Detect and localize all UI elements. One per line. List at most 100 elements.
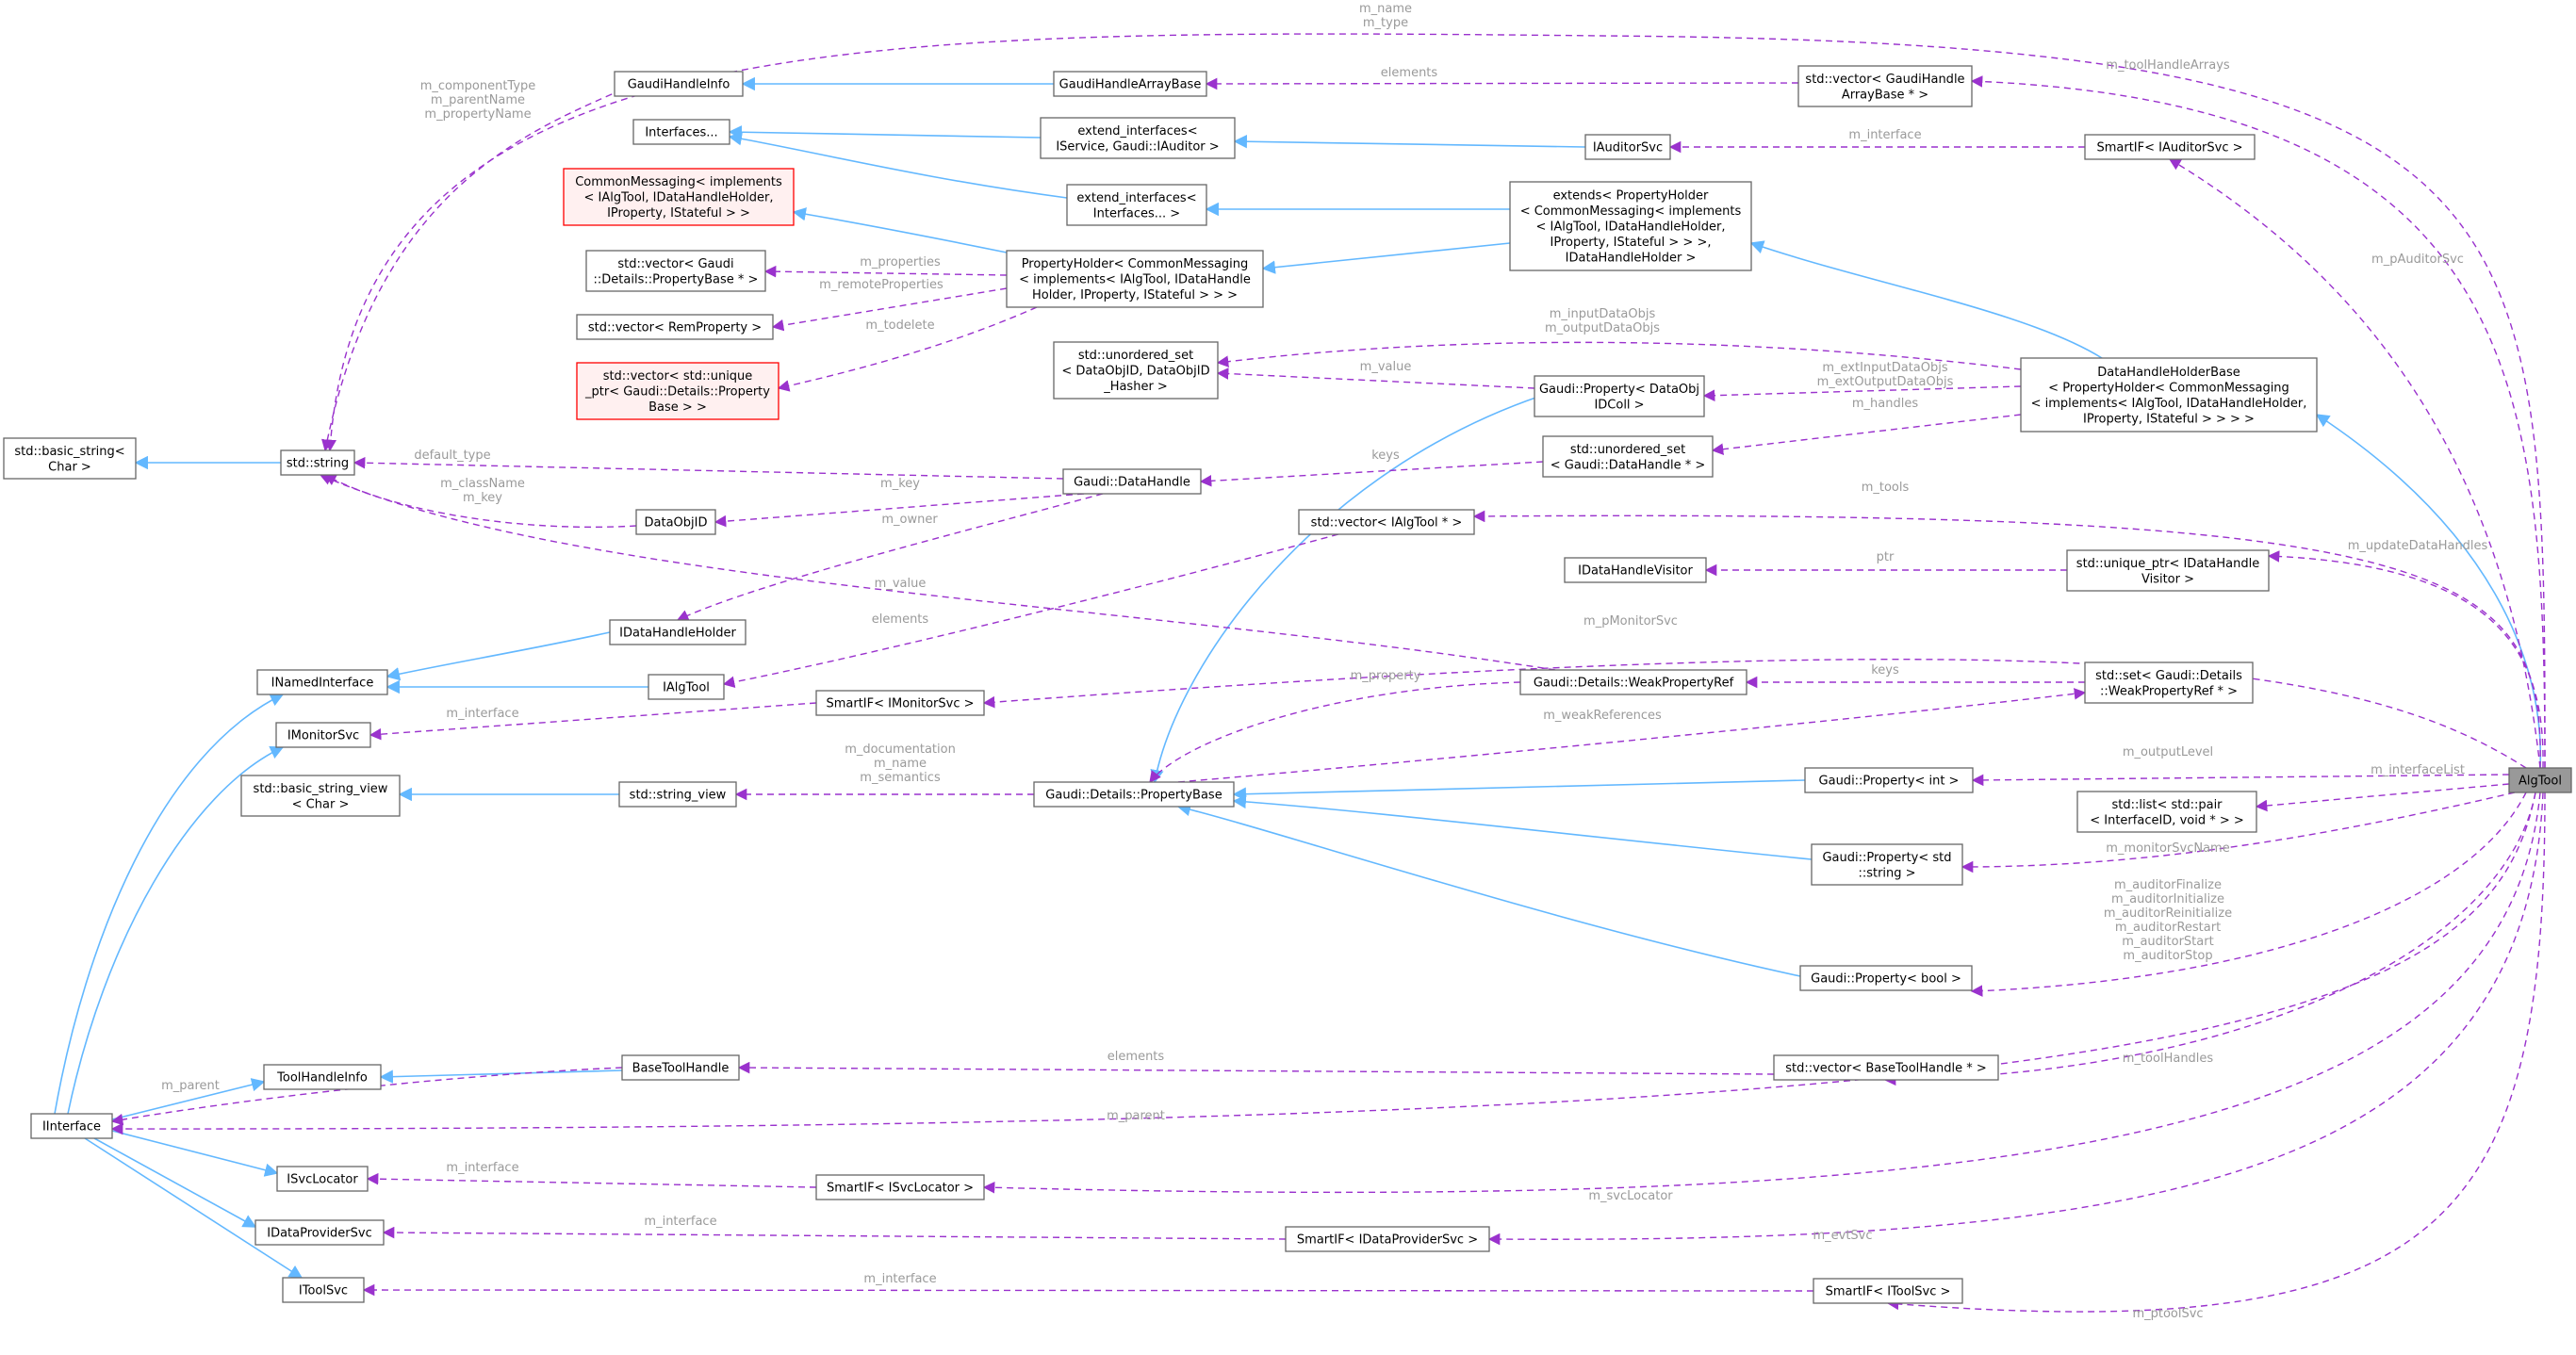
class-node-set-wpr[interactable]: std::set< Gaudi::Details::WeakPropertyRe… [2084, 661, 2254, 704]
class-node-sif-auditor[interactable]: SmartIF< IAuditorSvc > [2084, 134, 2256, 160]
class-node-list-pair[interactable]: std::list< std::pair< InterfaceID, void … [2076, 791, 2257, 833]
class-node-commsg[interactable]: CommonMessaging< implements< IAlgTool, I… [563, 168, 795, 226]
class-node-prop-string[interactable]: Gaudi::Property< std::string > [1811, 843, 1963, 886]
edge-label-auditors: m_auditorRestart [2115, 921, 2221, 935]
edge-label-value-uset: m_value [1360, 360, 1412, 374]
class-node-box [1062, 468, 1202, 495]
class-node-string[interactable]: std::string [280, 449, 355, 476]
class-node-vec-propbase[interactable]: std::vector< Gaudi::Details::PropertyBas… [585, 250, 766, 292]
class-node-label: std::list< std::pair [2111, 798, 2223, 812]
edge-path [1232, 794, 1813, 860]
edge-label-pMonitorSvc: m_pMonitorSvc [1583, 614, 1678, 629]
edge-label-evtSvc: m_evtSvc [1813, 1229, 1872, 1243]
edge-label-owner: m_owner [881, 513, 938, 527]
edge-label-pAuditorSvc: m_pAuditorSvc [2371, 253, 2464, 267]
edge-path [1971, 774, 2510, 787]
edge-label-default-type: default_type [414, 449, 490, 463]
edge-path [1711, 414, 2022, 455]
class-node-label: SmartIF< IAuditorSvc > [2096, 141, 2242, 155]
class-node-vec-ialgtool[interactable]: std::vector< IAlgTool * > [1298, 509, 1475, 535]
class-node-iinterface[interactable]: IInterface [30, 1113, 113, 1139]
usage-edge-algtool-to-uptr_dhv [2267, 550, 2544, 769]
edge-path [771, 287, 1008, 332]
class-node-imonitorsvc[interactable]: IMonitorSvc [275, 722, 371, 748]
class-node-string-view[interactable]: std::string_view [618, 781, 737, 808]
class-node-bsv[interactable]: std::basic_string_view< Char > [240, 775, 401, 817]
class-node-sif-svcloc[interactable]: SmartIF< ISvcLocator > [815, 1174, 985, 1200]
class-node-ialgtool[interactable]: IAlgTool [648, 674, 725, 700]
class-node-algtool[interactable]: AlgTool [2508, 767, 2572, 793]
class-node-vec-uptr[interactable]: std::vector< std::unique_ptr< Gaudi::Det… [576, 362, 779, 420]
class-node-uptr-dhv[interactable]: std::unique_ptr< IDataHandleVisitor > [2066, 549, 2270, 592]
class-node-propbase[interactable]: Gaudi::Details::PropertyBase [1033, 781, 1235, 808]
class-node-basetoolhandle[interactable]: BaseToolHandle [621, 1054, 740, 1081]
class-node-box [1797, 65, 1973, 107]
class-node-sif-toolsvc[interactable]: SmartIF< IToolSvc > [1813, 1278, 1963, 1304]
class-node-idhholder[interactable]: IDataHandleHolder [609, 619, 747, 645]
class-node-inamed[interactable]: INamedInterface [256, 669, 388, 695]
class-node-datahandle[interactable]: Gaudi::DataHandle [1062, 468, 1202, 495]
edge-label-properties: m_properties [860, 255, 941, 269]
class-node-uset-dataobj[interactable]: std::unordered_set< DataObjID, DataObjID… [1053, 341, 1219, 400]
usage-edge-algtool-to-sif_auditor [2168, 158, 2541, 769]
class-node-box [1053, 71, 1207, 97]
class-node-dhholderbase[interactable]: DataHandleHolderBase< PropertyHolder< Co… [2020, 357, 2318, 433]
class-node-ext-if[interactable]: extend_interfaces<Interfaces... > [1066, 184, 1207, 226]
class-node-label: Gaudi::Property< bool > [1811, 972, 1961, 987]
class-node-thinfo[interactable]: ToolHandleInfo [263, 1064, 382, 1090]
class-node-label: std::vector< IAlgTool * > [1311, 516, 1463, 531]
class-node-extends-ph[interactable]: extends< PropertyHolder< CommonMessaging… [1509, 181, 1752, 271]
class-node-interfaces[interactable]: Interfaces... [632, 119, 730, 145]
inheritance-edge-prop_dataobj-to-propbase [1150, 395, 1542, 784]
class-node-vec-bth[interactable]: std::vector< BaseToolHandle * > [1773, 1054, 1999, 1081]
class-node-sif-monitor[interactable]: SmartIF< IMonitorSvc > [815, 690, 985, 716]
class-node-box [276, 1166, 369, 1192]
inheritance-edge-iinterface-to-idataprovider [93, 1137, 257, 1228]
class-node-vec-remprop[interactable]: std::vector< RemProperty > [576, 314, 774, 340]
class-node-itoolsvc[interactable]: IToolSvc [282, 1277, 365, 1303]
class-node-label: std::unordered_set [1078, 349, 1193, 363]
edge-label-elements-ghab: elements [1381, 66, 1438, 80]
edge-path [1970, 75, 2546, 769]
class-node-basic-string[interactable]: std::basic_string<Char > [3, 437, 137, 480]
class-node-label: extend_interfaces< [1077, 124, 1197, 139]
edge-label-interface-mon: m_interface [446, 707, 518, 721]
edge-label-elements-ialg: elements [872, 612, 929, 627]
class-node-box [2020, 357, 2318, 433]
class-node-prop-bool[interactable]: Gaudi::Property< bool > [1799, 965, 1973, 991]
class-node-label: GaudiHandleArrayBase [1059, 78, 1202, 92]
class-node-isvclocator[interactable]: ISvcLocator [276, 1166, 369, 1192]
class-node-dataobjid[interactable]: DataObjID [635, 509, 716, 535]
class-node-vec-ghab[interactable]: std::vector< GaudiHandleArrayBase * > [1797, 65, 1973, 107]
class-node-label: _Hasher > [1103, 380, 1168, 394]
class-node-box [1773, 1054, 1999, 1081]
class-node-label: IProperty, IStateful > > [607, 206, 750, 220]
class-node-label: std::vector< std::unique [603, 369, 753, 384]
inheritance-edge-iinterface-to-imonitorsvc [67, 746, 285, 1115]
class-node-prop-int[interactable]: Gaudi::Property< int > [1804, 767, 1974, 793]
class-node-uset-dh[interactable]: std::unordered_set< Gaudi::DataHandle * … [1542, 435, 1714, 478]
edge-label-extinout: m_extInputDataObjs [1822, 361, 1948, 375]
class-node-label: < IAlgTool, IDataHandleHolder, [584, 191, 774, 205]
class-node-weakpropref[interactable]: Gaudi::Details::WeakPropertyRef [1519, 669, 1747, 695]
class-node-ext-if-aud[interactable]: extend_interfaces<IService, Gaudi::IAudi… [1040, 117, 1236, 159]
class-node-idhvisitor[interactable]: IDataHandleVisitor [1564, 557, 1707, 583]
class-node-label: GaudiHandleInfo [628, 78, 730, 92]
class-node-idataprovider[interactable]: IDataProviderSvc [254, 1219, 385, 1246]
edge-path [1961, 792, 2516, 873]
inheritance-edge-interfaces-to-ext_if [728, 132, 1068, 199]
usage-edge-propbase-to-set_wpr [1177, 688, 2087, 783]
edge-path [111, 1130, 279, 1177]
edge-path [728, 132, 1068, 199]
class-node-sif-dataprov[interactable]: SmartIF< IDataProviderSvc > [1285, 1226, 1490, 1252]
class-node-ghinfo[interactable]: GaudiHandleInfo [614, 71, 744, 97]
usage-edge-sif_dataprov-to-idataprovider [382, 1226, 1287, 1240]
class-node-iauditorsvc[interactable]: IAuditorSvc [1584, 134, 1671, 160]
class-node-box [585, 250, 766, 292]
class-node-label: ToolHandleInfo [276, 1071, 368, 1086]
class-node-ghab[interactable]: GaudiHandleArrayBase [1053, 71, 1207, 97]
class-node-propholder[interactable]: PropertyHolder< CommonMessaging< impleme… [1006, 250, 1264, 308]
edge-path [366, 1172, 817, 1188]
